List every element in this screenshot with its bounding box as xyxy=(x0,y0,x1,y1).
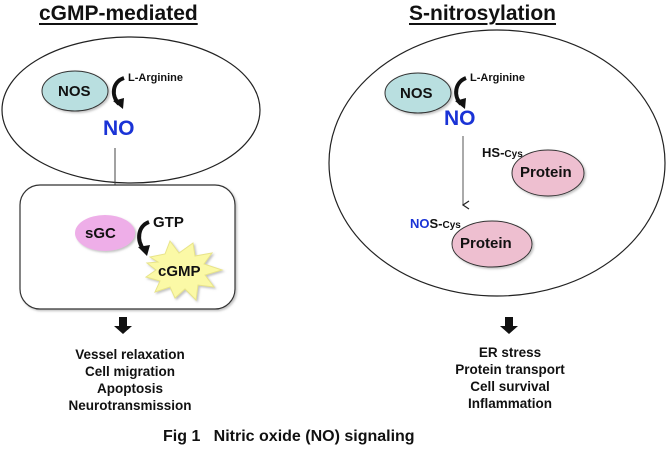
left-effect-item: Apoptosis xyxy=(97,381,163,396)
right-down-arrow-shaft xyxy=(505,317,513,327)
right-panel-title: S-nitrosylation xyxy=(409,2,557,25)
protein-before-ellipse xyxy=(511,149,585,197)
bond-dash: - xyxy=(438,216,443,231)
right-no-label: NO xyxy=(444,107,476,130)
left-panel-title: cGMP-mediated xyxy=(39,2,198,25)
right-down-arrow-icon xyxy=(500,326,518,334)
right-effects-list: ER stress Protein transport Cell surviva… xyxy=(430,344,590,412)
protein-before-label: Protein xyxy=(520,164,572,181)
cgmp-label: cGMP xyxy=(158,263,201,280)
bond-dash: - xyxy=(500,145,505,160)
left-nos-arrowhead-icon xyxy=(113,98,124,109)
left-no-label: NO xyxy=(103,117,135,140)
cgmp-starburst-icon xyxy=(144,239,224,302)
sgc-ellipse xyxy=(75,215,135,251)
hs-cys-group: HS-Cys xyxy=(482,145,523,160)
nos-cys-group: NOS-Cys xyxy=(410,216,461,231)
s-label: S xyxy=(429,216,439,231)
cys-label: Cys xyxy=(504,149,523,160)
right-cell-membrane xyxy=(328,29,666,297)
right-nos-label: NOS xyxy=(400,85,433,102)
right-effect-item: ER stress xyxy=(478,345,542,360)
left-effect-item: Cell migration xyxy=(84,364,175,379)
right-effect-item: Protein transport xyxy=(455,362,565,377)
left-nos-ellipse xyxy=(41,70,109,112)
left-nos-label: NOS xyxy=(58,83,91,100)
hs-label: HS xyxy=(482,145,501,160)
left-target-cell xyxy=(19,184,236,310)
right-nos-ellipse xyxy=(384,72,452,114)
left-effect-item: Neurotransmission xyxy=(68,398,192,413)
right-nos-arrowhead-icon xyxy=(455,98,466,109)
left-effect-item: Vessel relaxation xyxy=(75,347,185,362)
figure-caption: Fig 1 Nitric oxide (NO) signaling xyxy=(163,428,415,445)
sgc-arrowhead-icon xyxy=(138,245,150,256)
left-effects-list: Vessel relaxation Cell migration Apoptos… xyxy=(40,346,220,414)
protein-after-ellipse xyxy=(451,220,533,268)
right-l-arginine-label: L-Arginine xyxy=(470,72,525,84)
left-down-arrow-icon xyxy=(114,326,132,334)
cys-label: Cys xyxy=(442,220,461,231)
protein-after-label: Protein xyxy=(460,235,512,252)
left-cell-membrane xyxy=(1,36,261,184)
sgc-label: sGC xyxy=(85,225,116,242)
no-group-label: NO xyxy=(410,216,430,231)
left-down-arrow-shaft xyxy=(119,317,127,327)
left-l-arginine-label: L-Arginine xyxy=(128,72,183,84)
right-effect-item: Inflammation xyxy=(467,396,552,411)
gtp-label: GTP xyxy=(153,214,184,231)
right-effect-item: Cell survival xyxy=(470,379,550,394)
